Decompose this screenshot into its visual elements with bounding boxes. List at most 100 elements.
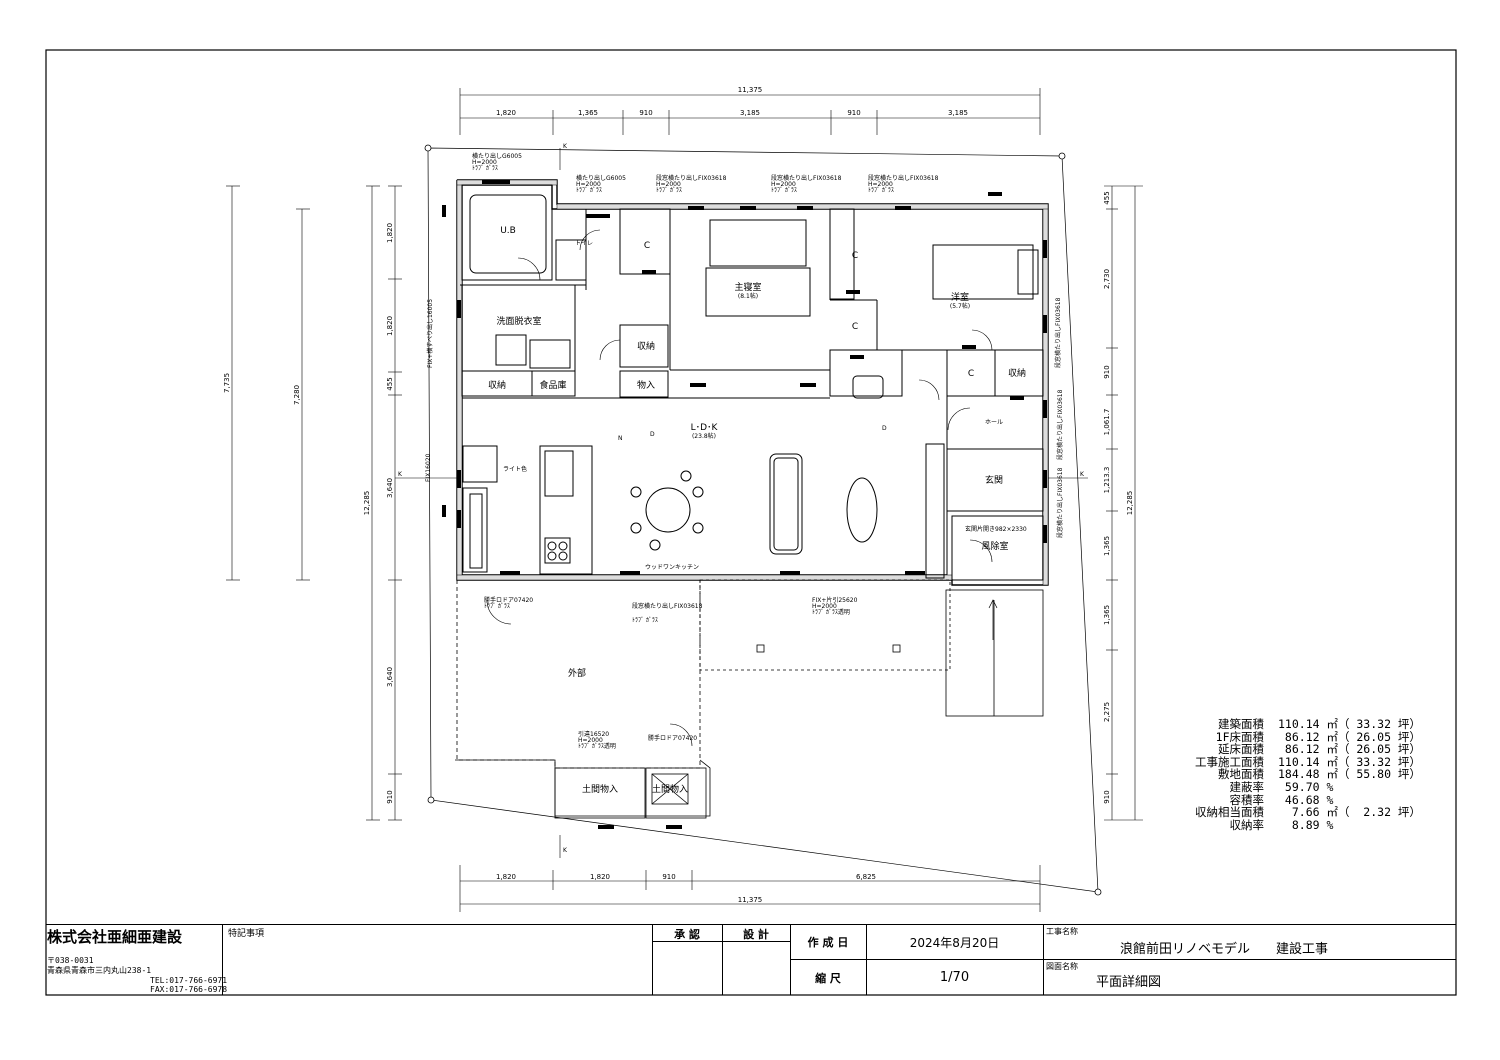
area-value: 59.70 % (1278, 779, 1334, 794)
area-row: 延床面積 86.12 ㎡（ 26.05 坪） (1150, 743, 1421, 756)
special-notes-label: 特記事項 (228, 929, 265, 939)
area-value: 8.89 % (1278, 817, 1334, 832)
dim-bottom-seg: 1,820 (590, 873, 610, 881)
area-label: 容積率 (1229, 792, 1265, 807)
area-value: 110.14 ㎡（ 33.32 坪） (1278, 754, 1421, 769)
dim-left-seg: 3,640 (386, 478, 394, 498)
area-value: 46.68 % (1278, 792, 1334, 807)
window-note: 勝手ロドア07420 (648, 734, 697, 742)
area-row: 工事施工面積 110.14 ㎡（ 33.32 坪） (1150, 756, 1421, 769)
area-row: 1F床面積 86.12 ㎡（ 26.05 坪） (1150, 729, 1421, 744)
area-value: 7.66 ㎡（ 2.32 坪） (1278, 805, 1421, 820)
room-closet: C (968, 369, 974, 379)
area-row: 収納率 8.89 % (1150, 819, 1421, 832)
dim-right-seg: 910 (1103, 790, 1111, 803)
project-label: 工事名称 (1046, 927, 1078, 936)
date-label: 作 成 日 (807, 936, 849, 949)
area-label: 建蔽率 (1229, 779, 1265, 794)
window-note: ﾄﾗﾌﾞ ｶﾞﾗｽ (484, 603, 510, 610)
drawing-value: 平面詳細図 (1096, 975, 1162, 990)
window-note: FIX+横すべり出し16005 (426, 299, 434, 368)
dim-top-seg: 910 (847, 109, 860, 117)
room-doma-2: 土間物入 (652, 783, 688, 795)
dim-bottom-seg: 910 (662, 873, 675, 881)
window-note: 段窓横たり出しFIX03618 (868, 174, 939, 182)
dim-right-outer: 12,285 (1126, 491, 1134, 516)
window-note: 段窓横たり出しFIX03618 (632, 602, 703, 610)
window-note: 段窓横たり出しFIX03618 (771, 174, 842, 182)
window-note: 段窓横たり出しFIX03618 (1054, 297, 1062, 368)
room-senmen: 洗面脱衣室 (496, 315, 541, 327)
dim-bottom-overall: 11,375 (738, 896, 763, 904)
room-gaibu: 外部 (568, 667, 586, 679)
area-label: 工事施工面積 (1195, 754, 1264, 769)
dim-left-seg: 910 (386, 790, 394, 803)
dim-top-seg: 1,365 (578, 109, 598, 117)
dim-right-seg: 1,365 (1103, 536, 1111, 556)
dim-bottom-seg: 6,825 (856, 873, 876, 881)
door-mark: D (882, 425, 887, 432)
window-note: ﾄﾗﾌﾞ ｶﾞﾗｽ (868, 187, 894, 194)
window-note: FIX16020 (425, 453, 432, 482)
room-master-area: (8.1帖) (738, 292, 758, 300)
room-toilet: トイレ (575, 240, 593, 247)
dim-left-seg: 1,820 (386, 316, 394, 336)
design-label: 設 計 (743, 928, 769, 941)
area-value: 184.48 ㎡（ 55.80 坪） (1278, 767, 1421, 782)
area-value: 86.12 ㎡（ 26.05 坪） (1278, 742, 1421, 757)
scale-label: 縮 尺 (815, 972, 841, 985)
dim-top-overall: 11,375 (738, 86, 763, 94)
area-label: 敷地面積 (1218, 767, 1264, 782)
room-closet: C (852, 251, 858, 261)
company-postal: 〒038-0031 (47, 956, 94, 965)
room-shuno-1: 収納 (488, 379, 506, 391)
dim-right-seg: 1,061.7 (1103, 409, 1111, 436)
approval-label: 承 認 (674, 928, 700, 941)
area-row: 建築面積 110.14 ㎡（ 33.32 坪） (1150, 718, 1421, 731)
area-label: 建築面積 (1218, 717, 1264, 731)
room-hall: ホール (985, 419, 1003, 426)
dim-left-mid2: 7,280 (293, 385, 301, 405)
window-note: 勝手ロドア07420 (484, 596, 533, 604)
area-value: 110.14 ㎡（ 33.32 坪） (1278, 717, 1421, 731)
window-note: 段窓横たり出しFIX03618 (656, 174, 727, 182)
section-marker: K (563, 847, 568, 854)
dim-bottom-seg: 1,820 (496, 873, 516, 881)
area-label: 延床面積 (1218, 742, 1264, 757)
dim-right-seg: 2,730 (1103, 269, 1111, 289)
window-note: 段窓横たり出しFIX03618 (1056, 389, 1064, 460)
room-monoire: 物入 (637, 379, 655, 391)
room-shuno-2: 収納 (637, 340, 655, 352)
company-fax: FAX:017-766-6978 (150, 985, 228, 994)
area-label: 1F床面積 (1215, 729, 1264, 744)
dim-top-seg: 1,820 (496, 109, 516, 117)
section-marker: K (563, 143, 568, 150)
window-note: H=2000 (771, 181, 796, 188)
window-note: ﾄﾗﾌﾞ ｶﾞﾗｽ (771, 187, 797, 194)
area-row: 容積率 46.68 % (1150, 792, 1421, 807)
fridge-mark: N (618, 435, 623, 442)
window-note: ﾄﾗﾌﾞ ｶﾞﾗｽ (576, 187, 602, 194)
window-note: ﾄﾗﾌﾞ ｶﾞﾗｽ透明 (812, 608, 850, 616)
window-note: H=2000 (472, 159, 497, 166)
room-doma-1: 土間物入 (582, 783, 618, 795)
room-kitchen: ウッドワンキッチン (645, 563, 699, 571)
room-western: 洋室 (951, 291, 969, 303)
project-value: 浪館前田リノベモデル 建設工事 (1120, 942, 1329, 957)
dim-right-seg: 910 (1103, 365, 1111, 378)
dim-left-seg: 1,820 (386, 223, 394, 243)
window-note: H=2000 (578, 737, 603, 744)
room-master: 主寝室 (734, 281, 761, 293)
window-note: 横たり出しG6005 (472, 152, 522, 160)
room-ub: U.B (500, 226, 516, 236)
area-row: 収納相当面積 7.66 ㎡（ 2.32 坪） (1150, 806, 1421, 819)
dim-top-seg: 910 (639, 109, 652, 117)
dim-right-seg: 455 (1103, 191, 1111, 204)
scale-value: 1/70 (939, 970, 970, 985)
window-note: H=2000 (812, 603, 837, 610)
window-note: H=2000 (576, 181, 601, 188)
window-note: 段窓横たり出しFIX03618 (1056, 467, 1064, 538)
window-note: ﾄﾗﾌﾞ ｶﾞﾗｽ (632, 617, 658, 624)
